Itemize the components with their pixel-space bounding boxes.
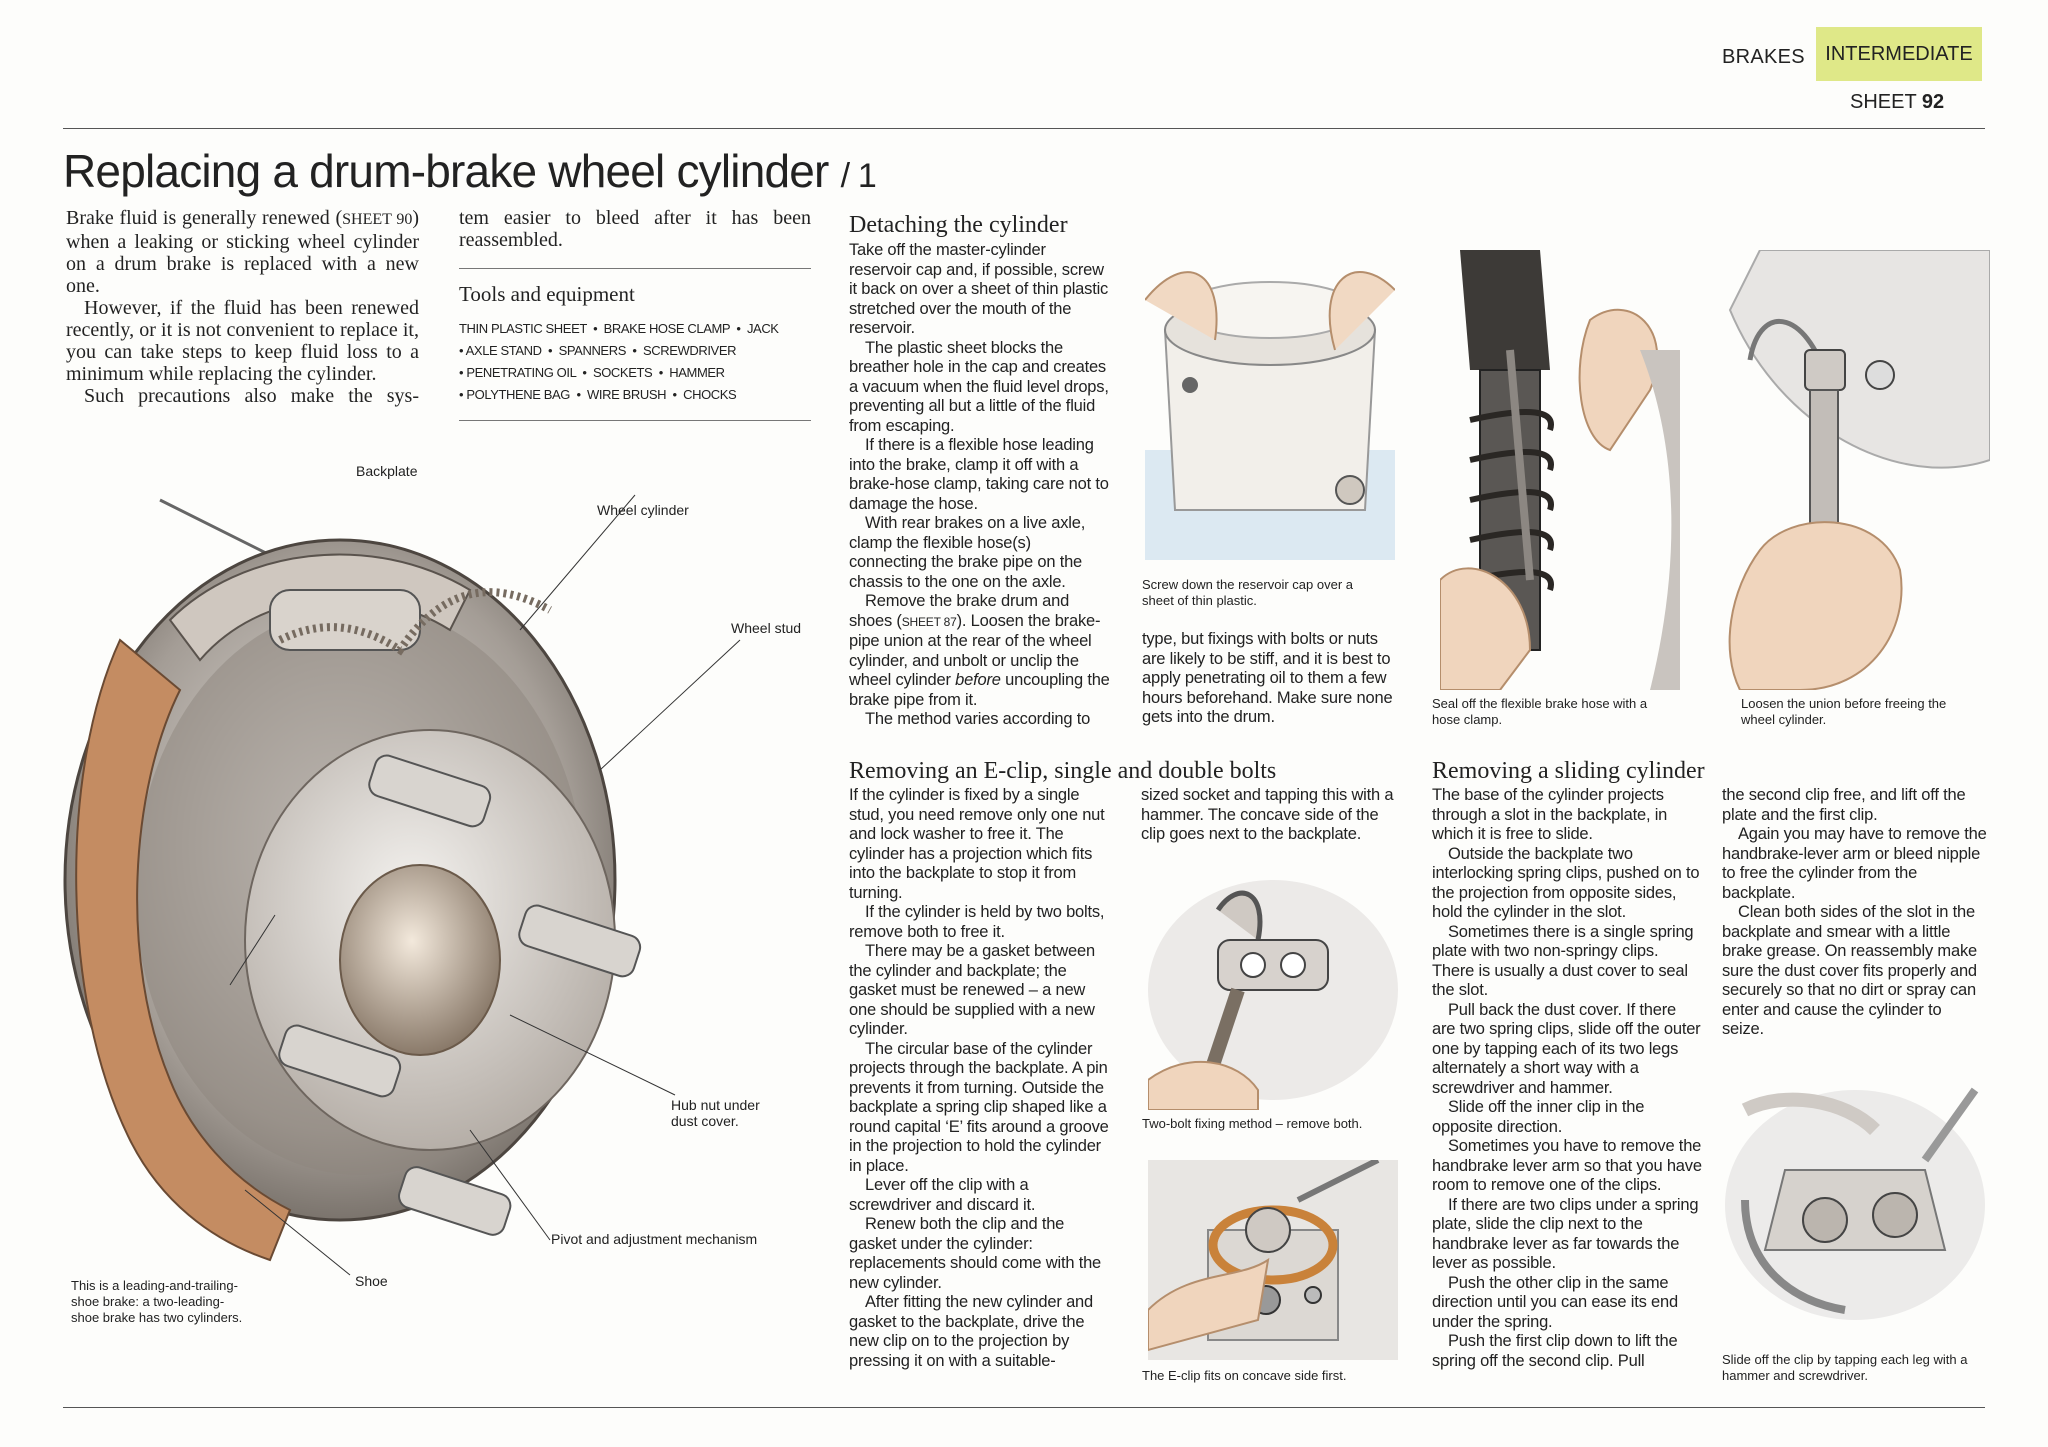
sliding-text: The base of the cylinder projects throug… <box>1432 786 1702 1371</box>
label-pivot: Pivot and adjustment mechanism <box>551 1231 758 1247</box>
reservoir-cap-illustration <box>1145 271 1395 560</box>
page-title: Replacing a drum-brake wheel cylinder / … <box>63 144 877 198</box>
leader-lines <box>229 494 741 1276</box>
page-title-part: / 1 <box>840 157 877 195</box>
paragraph: Again you may have to remove the handbra… <box>1722 825 1987 902</box>
paragraph: If there are two clips under a spring pl… <box>1432 1195 1699 1273</box>
paragraph: The method varies according to <box>865 710 1091 728</box>
detaching-text: Take off the master-cylinder reservoir c… <box>849 241 1110 730</box>
wheel-studs <box>278 754 642 1236</box>
label-backplate: Backplate <box>356 463 418 479</box>
heading-detaching: Detaching the cylinder <box>849 212 1068 238</box>
level-badge-text: INTERMEDIATE <box>1825 42 1973 65</box>
sheet-reference: SHEET 90 <box>342 211 413 228</box>
label-hub-nut: Hub nut under dust cover. <box>671 1097 760 1129</box>
paragraph: With rear brakes on a live axle, clamp t… <box>849 514 1086 591</box>
return-spring <box>278 588 552 656</box>
section-label: BRAKES <box>1722 46 1805 68</box>
detaching-continued: type, but fixings with bolts or nuts are… <box>1142 630 1393 726</box>
paragraph: Sometimes you have to remove the handbra… <box>1432 1137 1702 1194</box>
eclip-text: If the cylinder is fixed by a single stu… <box>849 786 1114 1371</box>
paragraph: Take off the master-cylinder reservoir c… <box>849 241 1109 337</box>
caption-slide-clip: Slide off the clip by tapping each leg w… <box>1722 1352 1968 1383</box>
heading-sliding: Removing a sliding cylinder <box>1432 758 1705 784</box>
level-badge: INTERMEDIATE <box>1816 27 1982 81</box>
paragraph: Remove the brake drum and shoes (SHEET 8… <box>849 592 1110 709</box>
header-rule <box>63 128 1985 129</box>
sheet-number-value: 92 <box>1921 91 1945 113</box>
sliding-continued: the second clip free, and lift off the p… <box>1722 786 1987 1040</box>
paragraph: The circular base of the cylinder projec… <box>849 1039 1109 1175</box>
intro-paragraph: However, if the fluid has been renewed r… <box>66 297 419 385</box>
hub-dust-cover <box>339 864 501 1056</box>
tools-bottom-rule <box>459 420 811 421</box>
hose-clamp-illustration <box>1440 250 1680 690</box>
paragraph: Clean both sides of the slot in the back… <box>1722 903 1977 1038</box>
sheet-label: SHEET <box>1850 91 1917 113</box>
brake-shoe-lining <box>75 638 292 1262</box>
caption-eclip: The E-clip fits on concave side first. <box>1142 1368 1347 1383</box>
tools-top-rule <box>459 268 811 269</box>
label-wheel-cylinder: Wheel cylinder <box>597 502 689 518</box>
label-shoe: Shoe <box>355 1273 388 1289</box>
caption-union: Loosen the union before freeing the whee… <box>1741 696 1947 727</box>
eclip-illustration <box>1148 1160 1398 1360</box>
sheet-reference: SHEET 87 <box>901 614 957 629</box>
page-title-main: Replacing a drum-brake wheel cylinder <box>63 145 829 197</box>
intro-paragraph: Such precautions also make the sys- <box>84 385 419 407</box>
caption-two-bolt: Two-bolt fixing method – remove both. <box>1142 1116 1363 1131</box>
paragraph: Renew both the clip and the gasket under… <box>849 1215 1102 1292</box>
paragraph: There may be a gasket between the cylind… <box>849 942 1095 1038</box>
paragraph: If the cylinder is fixed by a single stu… <box>849 786 1105 902</box>
label-wheel-stud: Wheel stud <box>731 620 802 636</box>
intro-paragraph-cont: tem easier to bleed after it has been re… <box>459 207 811 251</box>
paragraph: If the cylinder is held by two bolts, re… <box>849 903 1105 941</box>
paragraph: Outside the backplate two interlocking s… <box>1432 844 1700 922</box>
paragraph: Pull back the dust cover. If there are t… <box>1432 1000 1701 1097</box>
intro-column-2: tem easier to bleed after it has been re… <box>459 207 811 251</box>
paragraph: The base of the cylinder projects throug… <box>1432 786 1668 843</box>
intro-column-1: Brake fluid is generally renewed (SHEET … <box>66 207 419 407</box>
paragraph: The plastic sheet blocks the breather ho… <box>849 338 1109 435</box>
heading-eclip: Removing an E-clip, single and double bo… <box>849 758 1277 784</box>
paragraph: If there is a flexible hose leading into… <box>849 436 1109 513</box>
union-illustration <box>1728 250 1990 690</box>
two-bolt-illustration <box>1148 880 1398 1110</box>
paragraph: the second clip free, and lift off the p… <box>1722 786 1966 824</box>
tools-heading: Tools and equipment <box>459 282 635 306</box>
brake-shoe-top <box>168 553 472 662</box>
paragraph: Push the first clip down to lift the spr… <box>1432 1332 1678 1370</box>
caption-reservoir: Screw down the reservoir cap over a shee… <box>1142 577 1353 608</box>
drum-brake-illustration <box>63 494 741 1276</box>
tools-list: THIN PLASTIC SHEET • BRAKE HOSE CLAMP • … <box>459 321 779 402</box>
eclip-continued: sized socket and tapping this with a ham… <box>1141 786 1394 843</box>
sheet-number: SHEET 92 <box>1850 91 1944 114</box>
slide-clip-illustration <box>1725 1087 1985 1320</box>
paragraph: Slide off the inner clip in the opposite… <box>1432 1098 1645 1136</box>
footer-rule <box>63 1407 1985 1408</box>
intro-paragraph: Brake fluid is generally renewed (SHEET … <box>66 207 420 297</box>
wheel-cylinder-shape <box>269 589 421 651</box>
paragraph: After fitting the new cylinder and gaske… <box>849 1293 1093 1370</box>
paragraph: Sometimes there is a single spring plate… <box>1432 922 1694 1000</box>
diagram-caption: This is a leading-and-trailing-shoe brak… <box>71 1278 243 1325</box>
caption-hose-clamp: Seal off the flexible brake hose with a … <box>1432 696 1648 727</box>
paragraph: Lever off the clip with a screwdriver an… <box>849 1176 1036 1214</box>
paragraph: Push the other clip in the same directio… <box>1432 1273 1678 1331</box>
